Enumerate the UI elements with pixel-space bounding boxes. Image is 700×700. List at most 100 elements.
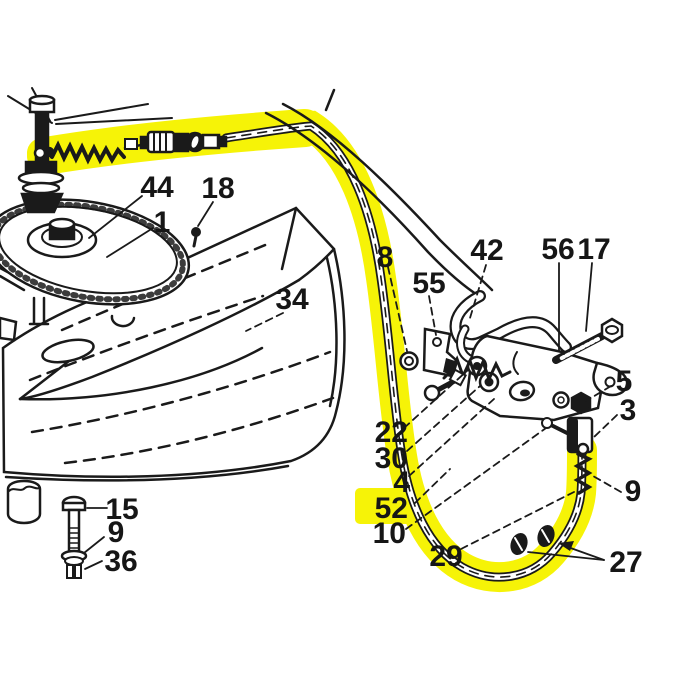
part-label-17: 17 <box>577 233 610 266</box>
block-3-bolt-head <box>541 417 553 429</box>
part-label-34: 34 <box>275 283 309 316</box>
deck-inner-skirt-line <box>18 346 264 401</box>
handle-tube-line-1 <box>264 111 481 298</box>
leader-1 <box>106 227 154 258</box>
deck-seam-dashed-4 <box>63 396 335 465</box>
deck-wing-bottom-edge <box>18 278 301 401</box>
spindle-cone <box>20 192 64 214</box>
pulley-44-groove-ticks <box>0 201 186 303</box>
leader-34 <box>245 312 284 332</box>
leader-22 <box>403 369 469 429</box>
part-label-9-right: 9 <box>625 475 642 508</box>
screw-18 <box>191 227 201 237</box>
clip-27-a-slot <box>514 537 523 551</box>
part-label-9-left: 9 <box>108 516 125 549</box>
deck-seam-dashed-2 <box>28 294 265 382</box>
washer-8 <box>399 351 419 371</box>
deck-left-fragment-2 <box>0 316 18 342</box>
part-label-18: 18 <box>201 172 234 205</box>
leader-8 <box>387 266 408 352</box>
leader-27-b <box>527 551 605 561</box>
part-label-27: 27 <box>609 546 642 579</box>
leader-5 <box>585 385 612 402</box>
leader-29 <box>460 491 575 550</box>
part-label-56: 56 <box>541 233 574 266</box>
clip-27-b-slot <box>541 529 550 543</box>
part-label-3: 3 <box>620 394 637 427</box>
leader-27-arrowhead <box>558 541 574 551</box>
cable-eyelet <box>33 146 47 160</box>
part-label-29: 29 <box>429 540 462 573</box>
part-label-42: 42 <box>470 234 503 267</box>
cable-52-conduit <box>221 121 587 582</box>
bolt-17-head-face <box>605 325 619 335</box>
adjuster-washer-slot <box>191 136 199 148</box>
leader-17 <box>585 262 593 332</box>
washer-5 <box>552 391 570 409</box>
deck-beak-fold <box>280 206 298 271</box>
leader-4 <box>408 398 495 477</box>
washer-9-left-2 <box>64 556 84 566</box>
screw-18-tip <box>192 234 198 248</box>
conduit-center-dashed <box>225 125 583 578</box>
bolt-29-head <box>423 384 441 402</box>
leader-3 <box>593 414 618 438</box>
leader-36 <box>84 560 103 570</box>
leader-44 <box>88 195 143 239</box>
nut-5 <box>570 391 592 415</box>
bolt-15-threads <box>68 527 80 549</box>
mechanism-spring <box>442 355 512 383</box>
part-label-8: 8 <box>377 241 394 274</box>
part-label-22: 22 <box>375 416 408 449</box>
cable-return-spring <box>50 140 126 165</box>
leader-10 <box>405 427 547 530</box>
spring-9-coil <box>573 452 593 495</box>
pin-36-right-leg <box>74 564 82 579</box>
leader-42 <box>469 264 487 319</box>
spacer-cylinder-top <box>8 485 40 492</box>
bolt-17-threads <box>558 337 600 361</box>
linkage-mechanism <box>399 290 629 556</box>
handle-tube <box>264 88 494 298</box>
part-label-5: 5 <box>616 365 633 398</box>
spindle-bolt-1-head-top <box>28 94 56 106</box>
part-label-15: 15 <box>105 493 138 526</box>
part-label-30: 30 <box>375 442 408 475</box>
bolt-15-head-side <box>61 501 87 512</box>
part-label-36: 36 <box>104 545 137 578</box>
spindle-center-top <box>48 217 76 231</box>
washer-5-hole <box>557 396 565 404</box>
spacer-cylinder <box>6 479 42 525</box>
lever-plate-bend-line <box>512 351 519 375</box>
deck-pin <box>28 296 50 326</box>
handle-tube-stub <box>324 88 336 112</box>
cable-end-assembly <box>33 130 228 165</box>
deck-oblong-hole <box>41 338 95 364</box>
deck-hook-slot <box>110 314 136 328</box>
pin-36-left-leg <box>66 564 74 579</box>
bolt-29-nut <box>448 368 467 387</box>
deck-seam-dashed-3 <box>30 350 332 434</box>
leader-30 <box>406 385 481 452</box>
lever-plate-hole-shadow <box>520 389 530 397</box>
bracket-55-hole <box>432 337 442 347</box>
conduit-ferrule-cap <box>216 135 228 148</box>
leader-52 <box>414 468 451 504</box>
spindle-pulley-assembly <box>0 87 191 306</box>
callout-labels: 44 18 1 34 8 55 42 56 17 5 3 9 22 30 4 5… <box>104 171 642 579</box>
label-52-highlight <box>355 488 413 524</box>
wire-fitting <box>124 138 138 150</box>
leader-18 <box>197 201 214 227</box>
barrel-adjuster-ribs <box>153 131 167 153</box>
part-label-55: 55 <box>412 267 445 300</box>
conduit-ferrule <box>201 133 221 150</box>
washer-8-hole <box>404 356 414 366</box>
leader-lines <box>83 195 622 570</box>
bottom-bolt-group <box>6 479 88 579</box>
part-label-4: 4 <box>393 466 410 499</box>
part-label-44: 44 <box>140 171 174 204</box>
deck-beak-edge <box>297 247 336 282</box>
part-label-10: 10 <box>373 517 406 550</box>
